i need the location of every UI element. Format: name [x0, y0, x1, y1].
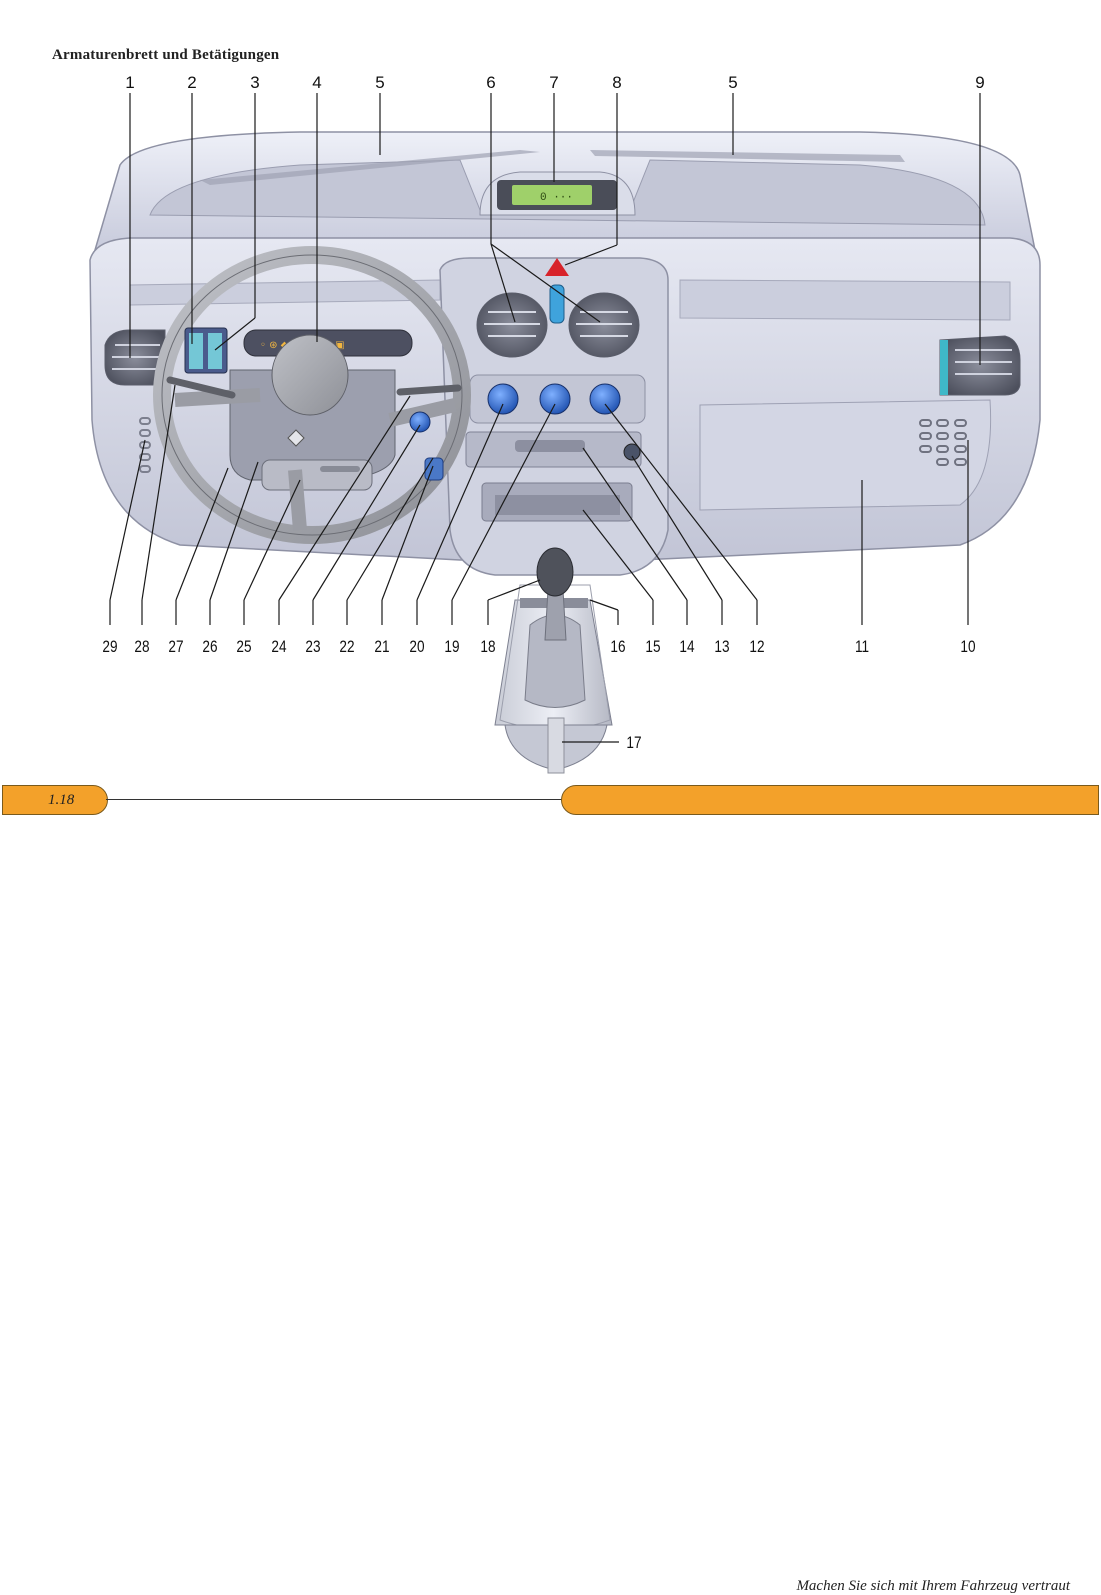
callout-3: 3 [250, 74, 259, 91]
callout-18: 18 [480, 638, 495, 655]
callout-26: 26 [202, 638, 217, 655]
callout-29: 29 [102, 638, 117, 655]
callout-22: 22 [339, 638, 354, 655]
center-console [440, 258, 668, 575]
callout-27: 27 [168, 638, 183, 655]
callout-24: 24 [271, 638, 286, 655]
callout-16: 16 [610, 638, 625, 655]
callout-21: 21 [374, 638, 389, 655]
callout-11: 11 [855, 638, 869, 655]
callout-28: 28 [134, 638, 149, 655]
callout-17: 17 [626, 734, 641, 751]
callout-7: 7 [549, 74, 558, 91]
callout-14: 14 [679, 638, 694, 655]
callout-15: 15 [645, 638, 660, 655]
callout-13: 13 [714, 638, 729, 655]
section-title: Machen Sie sich mit Ihrem Fahrzeug vertr… [796, 1578, 1070, 1595]
callout-8: 8 [612, 74, 621, 91]
callout-5-left: 5 [375, 74, 384, 91]
footer-divider [106, 799, 566, 800]
callout-10: 10 [960, 638, 975, 655]
callout-23: 23 [305, 638, 320, 655]
callout-6: 6 [486, 74, 495, 91]
callout-2: 2 [187, 74, 196, 91]
callout-5-right: 5 [728, 74, 737, 91]
callout-25: 25 [236, 638, 251, 655]
callout-1: 1 [125, 74, 134, 91]
left-switch-panel [185, 328, 227, 373]
svg-text:0 ···: 0 ··· [540, 192, 573, 204]
callout-12: 12 [749, 638, 764, 655]
page-number: 1.18 [48, 792, 74, 809]
dashboard-illustration: 0 ··· [0, 0, 1101, 834]
callout-9: 9 [975, 74, 984, 91]
section-title-tab: Machen Sie sich mit Ihrem Fahrzeug vertr… [561, 785, 1099, 815]
callout-19: 19 [444, 638, 459, 655]
callout-20: 20 [409, 638, 424, 655]
gear-shifter [495, 548, 612, 773]
central-display: 0 ··· [480, 172, 635, 215]
callout-4: 4 [312, 74, 321, 91]
